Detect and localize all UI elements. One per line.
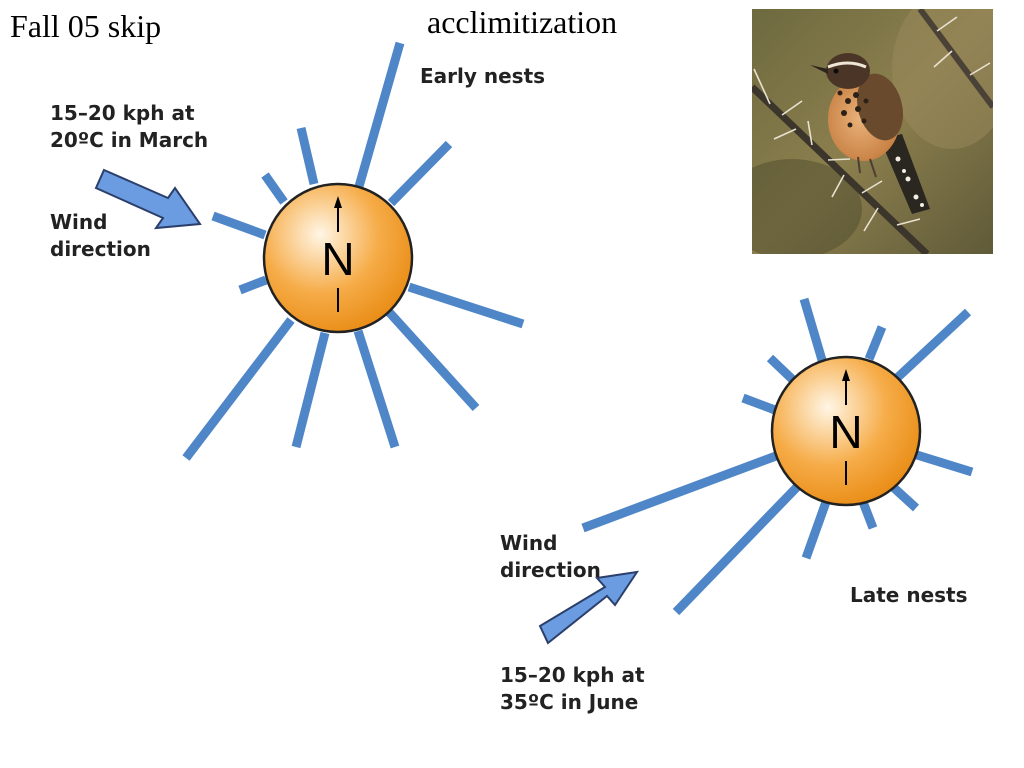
late-nests-rose: N <box>538 297 974 645</box>
early-ray <box>385 308 480 412</box>
late-nest-rays <box>581 297 974 616</box>
early-nest-rays <box>182 41 525 461</box>
early-ray <box>353 329 400 449</box>
late-nest-sphere <box>770 355 922 507</box>
early-ray <box>353 41 405 192</box>
early-ray <box>296 126 319 186</box>
late-ray <box>915 450 974 477</box>
block-arrow-icon <box>538 570 640 645</box>
north-arrow-icon <box>842 369 850 485</box>
early-ray <box>407 282 525 329</box>
late-nests-label: Late nests <box>850 583 968 607</box>
cactus-wren-photo <box>752 9 993 254</box>
compass-letter: N <box>321 233 354 285</box>
block-arrow-icon <box>94 168 202 230</box>
late-ray <box>801 500 831 560</box>
late-ray <box>893 308 972 382</box>
early-nest-sphere <box>262 182 414 334</box>
late-ray <box>889 483 920 512</box>
compass-letter: N <box>829 406 862 458</box>
late-ray <box>799 297 827 362</box>
late-ray <box>672 483 801 616</box>
early-wind-conditions: 15–20 kph at 20ºC in March <box>50 101 209 152</box>
late-ray <box>741 393 777 415</box>
early-ray <box>182 317 295 461</box>
late-ray <box>581 451 778 533</box>
early-nests-label: Early nests <box>420 64 546 88</box>
late-wind-direction-label: Wind direction <box>500 531 601 582</box>
late-ray <box>858 500 878 530</box>
early-ray <box>238 275 268 295</box>
early-wind-direction-label: Wind direction <box>50 210 151 261</box>
late-wind-conditions: 15–20 kph at 35ºC in June <box>500 663 645 714</box>
slide-note: Fall 05 skip <box>10 8 162 44</box>
late-ray <box>864 325 887 361</box>
early-ray <box>211 211 267 240</box>
early-nests-rose: N <box>94 41 525 461</box>
north-arrow-icon <box>334 196 342 312</box>
early-ray <box>387 140 453 207</box>
early-ray <box>291 331 330 449</box>
late-ray <box>766 354 796 383</box>
slide-title: acclimitization <box>427 4 618 40</box>
early-ray <box>261 172 288 205</box>
